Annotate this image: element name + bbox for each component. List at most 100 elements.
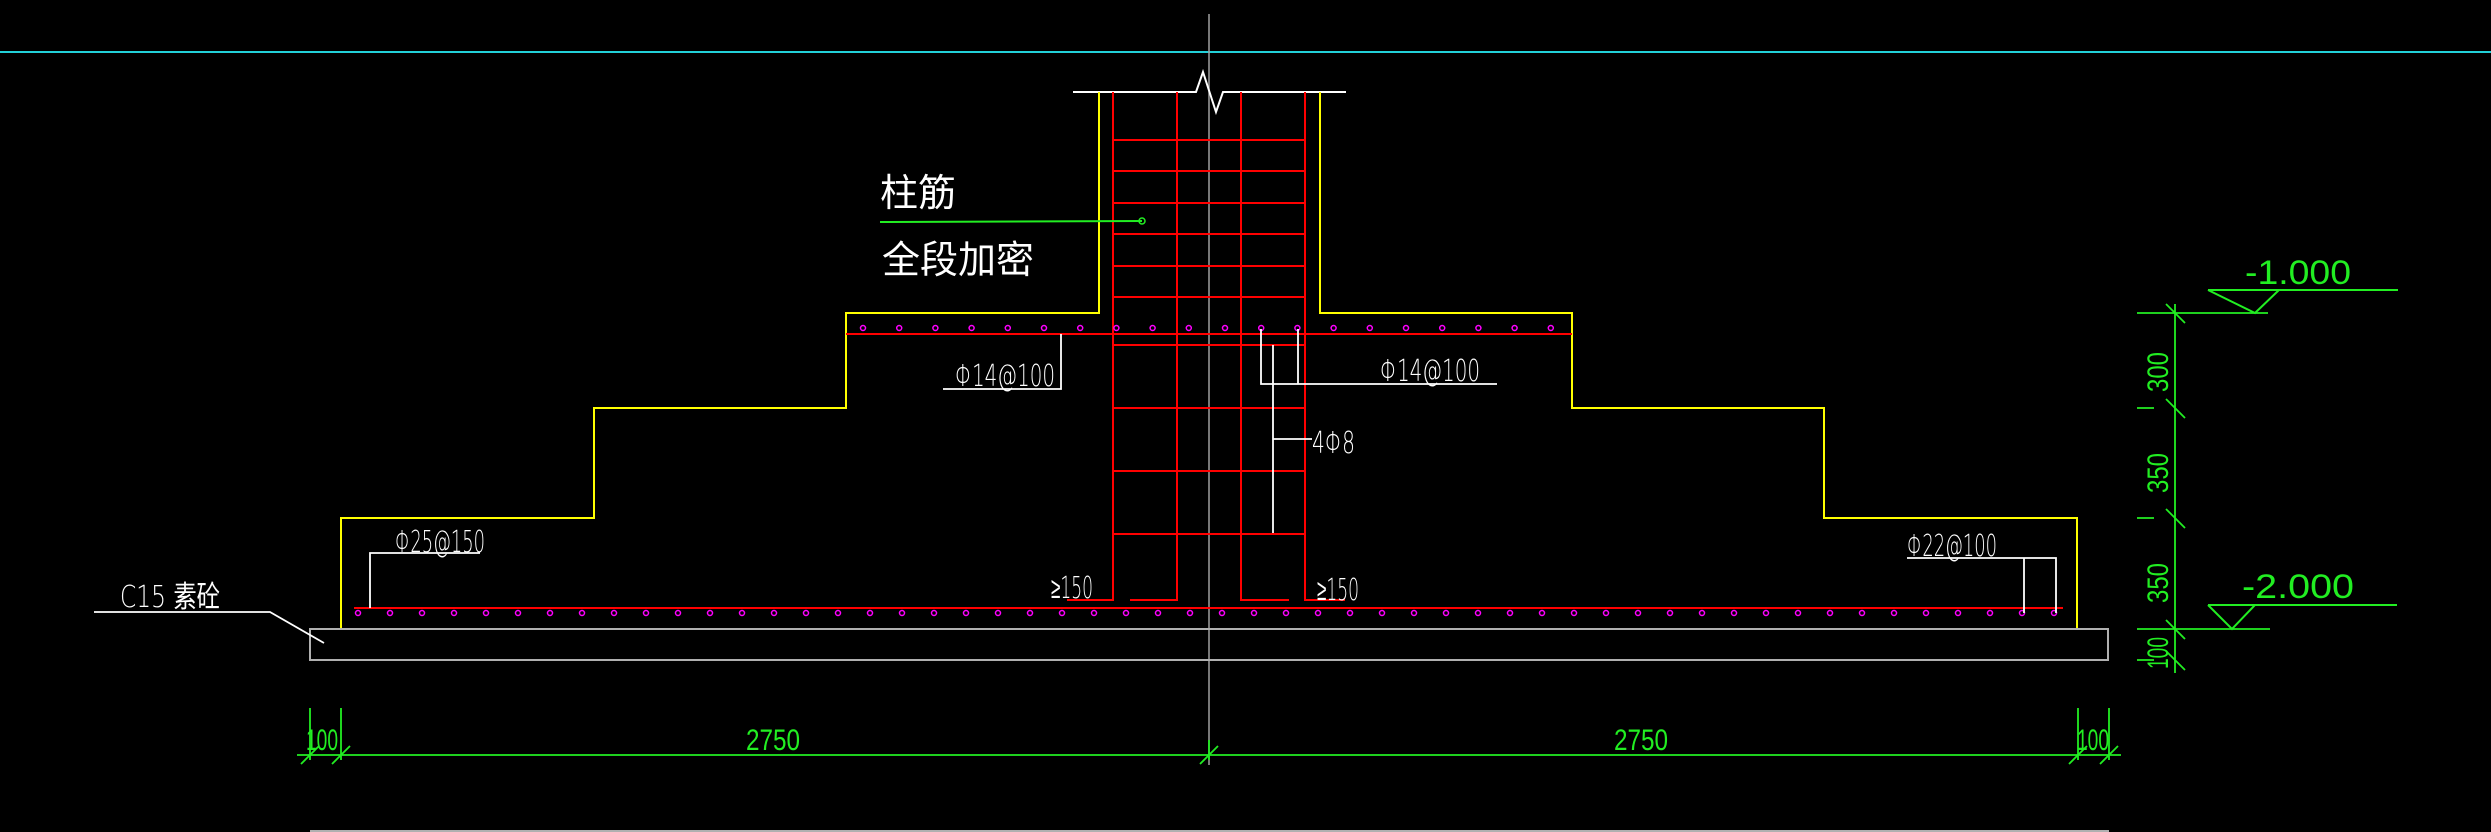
elevation-marker-bottom: [2207, 604, 2397, 631]
rebar-dot: [546, 609, 554, 617]
rebar-dot: [962, 609, 970, 617]
rebar-dot: [386, 609, 394, 617]
label-anchor-left: ≥150: [1051, 571, 1093, 606]
rebar-dot: [1004, 324, 1012, 332]
rebar-dot: [1346, 609, 1354, 617]
vdim-1: 300: [2142, 352, 2175, 392]
rebar-dot: [1282, 609, 1290, 617]
rebar-dot: [1538, 609, 1546, 617]
leader-top-mesh-right: [1260, 329, 1497, 385]
hdim-3: 2750: [1614, 724, 1668, 757]
rebar-dot: [610, 609, 618, 617]
rebar-dot: [1185, 324, 1193, 332]
rebar-dot: [1698, 609, 1706, 617]
rebar-dot: [1922, 609, 1930, 617]
c15-cushion: [309, 628, 2109, 661]
leader-cushion: [94, 611, 325, 644]
rebar-dot: [895, 324, 903, 332]
rebar-dot: [866, 609, 874, 617]
label-top-mesh-right: Φ14@100: [1380, 354, 1480, 389]
annotation-leaders: [94, 329, 2057, 644]
leader-bottom-mesh-left: [369, 552, 480, 608]
top-mesh-dots: [859, 324, 1555, 332]
rebar-dot: [1250, 609, 1258, 617]
label-bottom-mesh-right: Φ22@100: [1907, 529, 1997, 564]
rebar-dot: [1570, 609, 1578, 617]
rebar-dot: [1634, 609, 1642, 617]
leader-bottom-mesh-right: [1907, 557, 2057, 613]
rebar-dot: [770, 609, 778, 617]
column-rebar: [1130, 92, 1178, 601]
rebar-dot: [1218, 609, 1226, 617]
rebar-dot: [1602, 609, 1610, 617]
rebar-dot: [1794, 609, 1802, 617]
elevation-top-value: -1.000: [2245, 254, 2351, 292]
rebar-dot: [1090, 609, 1098, 617]
hdim-2: 2750: [746, 724, 800, 757]
vdim-3: 350: [2142, 563, 2175, 603]
rebar-dot: [1511, 324, 1518, 332]
footing-outline-right: [1319, 92, 2078, 629]
rebar-dot: [1040, 324, 1048, 332]
rebar-dot: [1076, 324, 1084, 332]
rebar-dot: [354, 609, 362, 617]
hdim-1: 100: [306, 724, 338, 757]
column-rebar: [1067, 92, 1114, 601]
label-column-rebar: 柱筋: [880, 171, 956, 215]
rebar-dot: [674, 609, 682, 617]
label-anchor-right: ≥150: [1317, 573, 1359, 608]
horizontal-dimension-chain: [297, 708, 2121, 765]
rebar-dot: [898, 609, 906, 617]
rebar-dot: [1113, 324, 1120, 332]
elevation-marker-top: [2207, 289, 2398, 315]
rebar-dot: [1221, 324, 1229, 332]
label-top-mesh-left: Φ14@100: [955, 359, 1055, 394]
rebar-dot: [1122, 609, 1130, 617]
rebar-dot: [738, 609, 746, 617]
rebar-dot: [418, 609, 426, 617]
label-column-stirrup: 4Φ8: [1312, 426, 1355, 461]
rebar-dot: [1474, 609, 1482, 617]
vdim-4: 100: [2142, 637, 2175, 669]
rebar-dot: [1475, 324, 1482, 332]
rebar-dot: [1402, 324, 1410, 332]
column-rebar: [1240, 92, 1289, 601]
label-cushion: C15 素砼: [120, 580, 220, 615]
rebar-dot: [1442, 609, 1450, 617]
footing-outline: [340, 92, 1100, 629]
rebar-dot: [1330, 324, 1337, 332]
leader-top-mesh-left: [943, 334, 1062, 390]
column-rebars: [1067, 92, 1345, 601]
rebar-dot: [450, 609, 458, 617]
rebar-dot: [706, 609, 714, 617]
rebar-dot: [1826, 609, 1834, 617]
rebar-dot: [1666, 609, 1674, 617]
leader-column-note-end: [1138, 217, 1146, 225]
rebar-dot: [859, 324, 867, 332]
vertical-dimension-chain: [2137, 303, 2270, 673]
rebar-dot: [1026, 609, 1034, 617]
rebar-dot: [482, 609, 490, 617]
label-full-densify: 全段加密: [882, 238, 1034, 282]
rebar-dot: [834, 609, 842, 617]
elevation-bottom-value: -2.000: [2242, 568, 2354, 606]
rebar-dot: [1366, 324, 1374, 332]
rebar-dot: [642, 609, 650, 617]
column-break-line: [1073, 68, 1346, 116]
rebar-dot: [1506, 609, 1514, 617]
rebar-dot: [930, 609, 938, 617]
rebar-dot: [514, 609, 522, 617]
rebar-dot: [1410, 609, 1418, 617]
rebar-dot: [968, 324, 975, 332]
vdim-2: 350: [2142, 453, 2175, 493]
rebar-dot: [1154, 609, 1162, 617]
rebar-dot: [1954, 609, 1962, 617]
label-bottom-mesh-left: Φ25@150: [395, 525, 485, 560]
rebar-dot: [1058, 609, 1066, 617]
leader-column-note: [879, 220, 1143, 223]
bottom-mesh-dots: [354, 609, 2058, 617]
hdim-4: 100: [2077, 724, 2109, 757]
rebar-dot: [1547, 324, 1555, 332]
rebar-dot: [1314, 609, 1322, 617]
